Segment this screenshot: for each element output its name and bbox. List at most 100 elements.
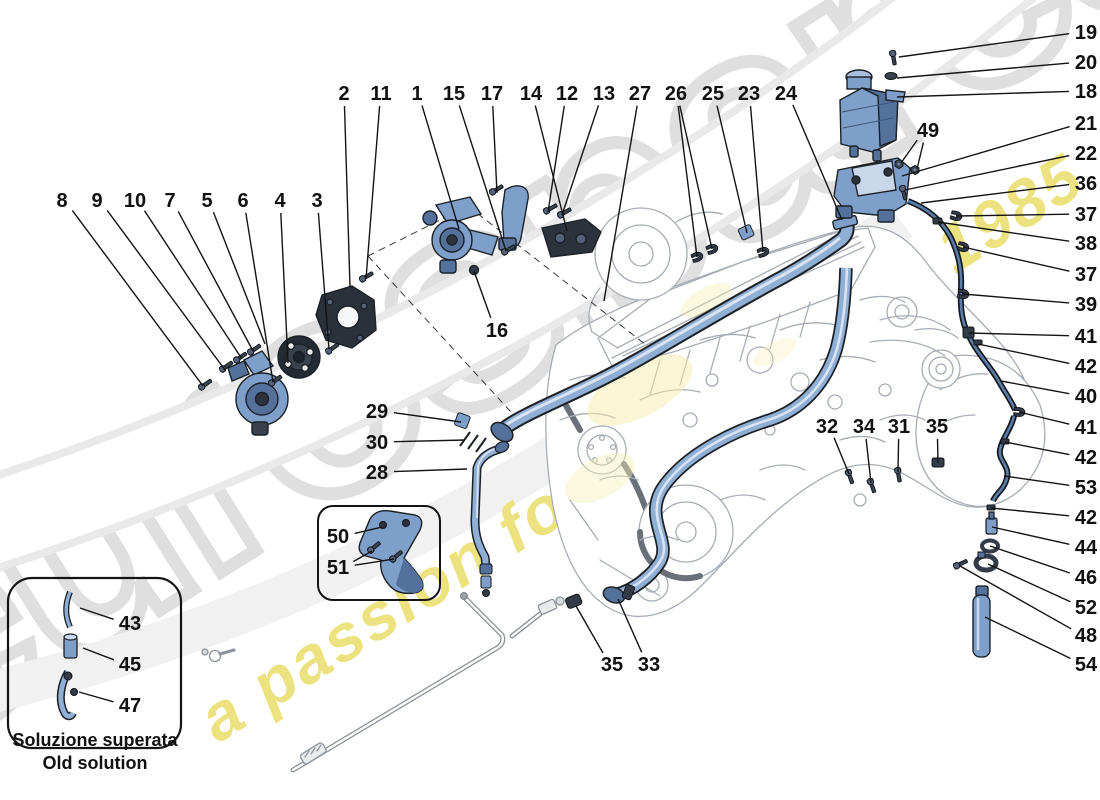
- callout-number-26[interactable]: 26: [665, 83, 687, 105]
- callout-35[interactable]: 35: [926, 416, 948, 464]
- callout-5[interactable]: 5: [201, 190, 266, 345]
- callout-1[interactable]: 1: [411, 83, 460, 230]
- callout-31[interactable]: 31: [888, 416, 910, 473]
- callout-43[interactable]: 43: [79, 607, 141, 635]
- callout-11[interactable]: 11: [365, 83, 392, 280]
- callout-13[interactable]: 13: [561, 83, 615, 216]
- callout-29[interactable]: 29: [366, 401, 462, 423]
- callout-number-9[interactable]: 9: [91, 190, 102, 212]
- callout-16[interactable]: 16: [473, 270, 508, 342]
- callout-number-48[interactable]: 48: [1075, 625, 1097, 647]
- callout-number-50[interactable]: 50: [327, 526, 349, 548]
- callout-26[interactable]: 26: [665, 83, 713, 258]
- callout-number-42[interactable]: 42: [1075, 447, 1097, 469]
- callout-35[interactable]: 35: [575, 605, 623, 676]
- callout-number-13[interactable]: 13: [593, 83, 615, 105]
- callout-52[interactable]: 52: [987, 563, 1097, 619]
- callout-number-44[interactable]: 44: [1075, 537, 1098, 559]
- callout-number-42[interactable]: 42: [1075, 507, 1097, 529]
- callout-number-14[interactable]: 14: [520, 83, 543, 105]
- callout-number-38[interactable]: 38: [1075, 233, 1097, 255]
- callout-39[interactable]: 39: [962, 293, 1097, 316]
- callout-40[interactable]: 40: [1000, 380, 1097, 408]
- callout-number-45[interactable]: 45: [119, 654, 141, 676]
- callout-number-22[interactable]: 22: [1075, 143, 1097, 165]
- callout-18[interactable]: 18: [896, 81, 1097, 103]
- callout-20[interactable]: 20: [896, 52, 1097, 79]
- callout-7[interactable]: 7: [164, 190, 254, 352]
- callout-number-53[interactable]: 53: [1075, 477, 1097, 499]
- callout-51[interactable]: 51: [327, 550, 395, 579]
- callout-30[interactable]: 30: [366, 432, 466, 454]
- callout-34[interactable]: 34: [853, 416, 876, 484]
- callout-number-20[interactable]: 20: [1075, 52, 1097, 74]
- callout-number-24[interactable]: 24: [775, 83, 798, 105]
- callout-28[interactable]: 28: [366, 462, 468, 484]
- callout-number-49[interactable]: 49: [917, 120, 939, 142]
- callout-41[interactable]: 41: [968, 326, 1097, 348]
- callout-number-7[interactable]: 7: [164, 190, 175, 212]
- callout-number-32[interactable]: 32: [816, 416, 838, 438]
- callout-number-43[interactable]: 43: [119, 613, 141, 635]
- callout-2[interactable]: 2: [338, 83, 351, 288]
- callout-15[interactable]: 15: [443, 83, 507, 252]
- callout-number-34[interactable]: 34: [853, 416, 876, 438]
- callout-53[interactable]: 53: [1003, 475, 1097, 499]
- callout-24[interactable]: 24: [775, 83, 843, 221]
- callout-number-47[interactable]: 47: [119, 695, 141, 717]
- callout-number-19[interactable]: 19: [1075, 22, 1097, 44]
- callout-number-51[interactable]: 51: [327, 557, 349, 579]
- callout-number-33[interactable]: 33: [638, 654, 660, 676]
- callout-45[interactable]: 45: [82, 647, 141, 676]
- callout-number-36[interactable]: 36: [1075, 173, 1097, 195]
- callout-number-4[interactable]: 4: [274, 190, 286, 212]
- callout-number-42[interactable]: 42: [1075, 356, 1097, 378]
- callout-12[interactable]: 12: [547, 83, 578, 213]
- callout-9[interactable]: 9: [91, 190, 226, 371]
- callout-50[interactable]: 50: [327, 526, 383, 548]
- callout-number-54[interactable]: 54: [1075, 654, 1098, 676]
- callout-42[interactable]: 42: [1004, 441, 1097, 469]
- callout-number-35[interactable]: 35: [926, 416, 948, 438]
- callout-23[interactable]: 23: [738, 83, 764, 253]
- callout-42[interactable]: 42: [977, 343, 1097, 378]
- callout-22[interactable]: 22: [904, 143, 1097, 191]
- callout-37[interactable]: 37: [962, 246, 1097, 286]
- callout-number-1[interactable]: 1: [411, 83, 422, 105]
- callout-number-41[interactable]: 41: [1075, 417, 1097, 439]
- callout-14[interactable]: 14: [520, 83, 568, 232]
- callout-48[interactable]: 48: [959, 565, 1097, 647]
- callout-number-41[interactable]: 41: [1075, 326, 1097, 348]
- callout-46[interactable]: 46: [989, 545, 1097, 589]
- callout-number-5[interactable]: 5: [201, 190, 212, 212]
- callout-21[interactable]: 21: [901, 113, 1097, 177]
- callout-17[interactable]: 17: [481, 83, 503, 194]
- callout-number-52[interactable]: 52: [1075, 597, 1097, 619]
- callout-number-17[interactable]: 17: [481, 83, 503, 105]
- callout-number-8[interactable]: 8: [56, 190, 67, 212]
- callout-38[interactable]: 38: [937, 221, 1097, 255]
- callout-6[interactable]: 6: [237, 190, 274, 383]
- callout-32[interactable]: 32: [816, 416, 850, 475]
- callout-number-30[interactable]: 30: [366, 432, 388, 454]
- callout-36[interactable]: 36: [920, 173, 1097, 204]
- callout-number-35[interactable]: 35: [601, 654, 623, 676]
- callout-33[interactable]: 33: [617, 598, 660, 676]
- callout-number-3[interactable]: 3: [311, 190, 322, 212]
- callout-number-39[interactable]: 39: [1075, 294, 1097, 316]
- callout-49[interactable]: 49: [900, 120, 939, 170]
- callout-number-31[interactable]: 31: [888, 416, 910, 438]
- callout-number-27[interactable]: 27: [629, 83, 651, 105]
- callout-4[interactable]: 4: [274, 190, 289, 364]
- callout-41[interactable]: 41: [1018, 411, 1097, 439]
- callout-42[interactable]: 42: [990, 507, 1097, 529]
- callout-number-6[interactable]: 6: [237, 190, 248, 212]
- callout-37[interactable]: 37: [955, 204, 1097, 226]
- callout-number-21[interactable]: 21: [1075, 113, 1097, 135]
- callout-number-15[interactable]: 15: [443, 83, 465, 105]
- callout-number-46[interactable]: 46: [1075, 567, 1097, 589]
- callout-number-2[interactable]: 2: [338, 83, 349, 105]
- callout-number-28[interactable]: 28: [366, 462, 388, 484]
- callout-25[interactable]: 25: [702, 83, 748, 234]
- callout-47[interactable]: 47: [78, 691, 141, 717]
